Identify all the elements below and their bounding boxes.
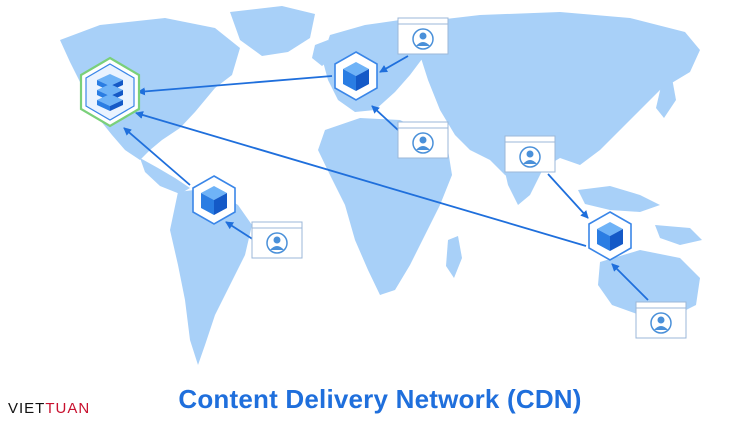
user-icon <box>650 312 672 334</box>
viettuan-logo: VIETTUAN <box>8 400 90 417</box>
arrow-user-australia-to-edge <box>611 263 649 301</box>
british-isles <box>312 40 332 66</box>
user-icon <box>266 232 288 254</box>
edge-server-australia <box>588 211 632 261</box>
new-guinea <box>655 225 702 245</box>
greenland <box>230 6 315 56</box>
central-america <box>140 158 190 194</box>
logo-part-1: VIET <box>8 400 46 417</box>
diagram-title: Content Delivery Network (CDN) <box>178 384 582 414</box>
user-window-asia <box>504 135 556 173</box>
cube-icon <box>201 186 227 215</box>
user-window-europe-south <box>397 121 449 159</box>
japan <box>656 78 676 118</box>
arrow-australia-edge-to-origin <box>135 111 587 247</box>
edge-server-south-america <box>192 175 236 225</box>
connection-arrows <box>123 55 649 301</box>
user-window-australia <box>635 301 687 339</box>
arrow-user-europe-south-to-edge <box>371 105 399 131</box>
south-america <box>170 188 252 365</box>
user-icon <box>412 28 434 50</box>
arrow-europe-edge-to-origin <box>137 75 333 96</box>
arrow-user-asia-to-edge <box>547 173 589 219</box>
origin-server <box>79 56 141 128</box>
africa <box>318 118 452 295</box>
logo-part-2: TUAN <box>45 400 91 417</box>
server-stack-icon <box>97 74 123 111</box>
north-america <box>60 18 240 160</box>
cube-icon <box>343 62 369 91</box>
arrow-user-europe-north-to-edge <box>379 55 409 73</box>
cube-icon <box>597 222 623 251</box>
user-window-south-america <box>251 221 303 259</box>
edge-server-europe <box>334 51 378 101</box>
arrow-south-america-edge-to-origin <box>123 127 191 186</box>
user-icon <box>412 132 434 154</box>
user-window-europe-north <box>397 17 449 55</box>
arrow-user-south-america-to-edge <box>225 221 255 241</box>
southeast-asia <box>578 186 660 212</box>
asia <box>420 12 700 185</box>
user-icon <box>519 146 541 168</box>
madagascar <box>446 236 462 278</box>
australia <box>598 250 700 318</box>
